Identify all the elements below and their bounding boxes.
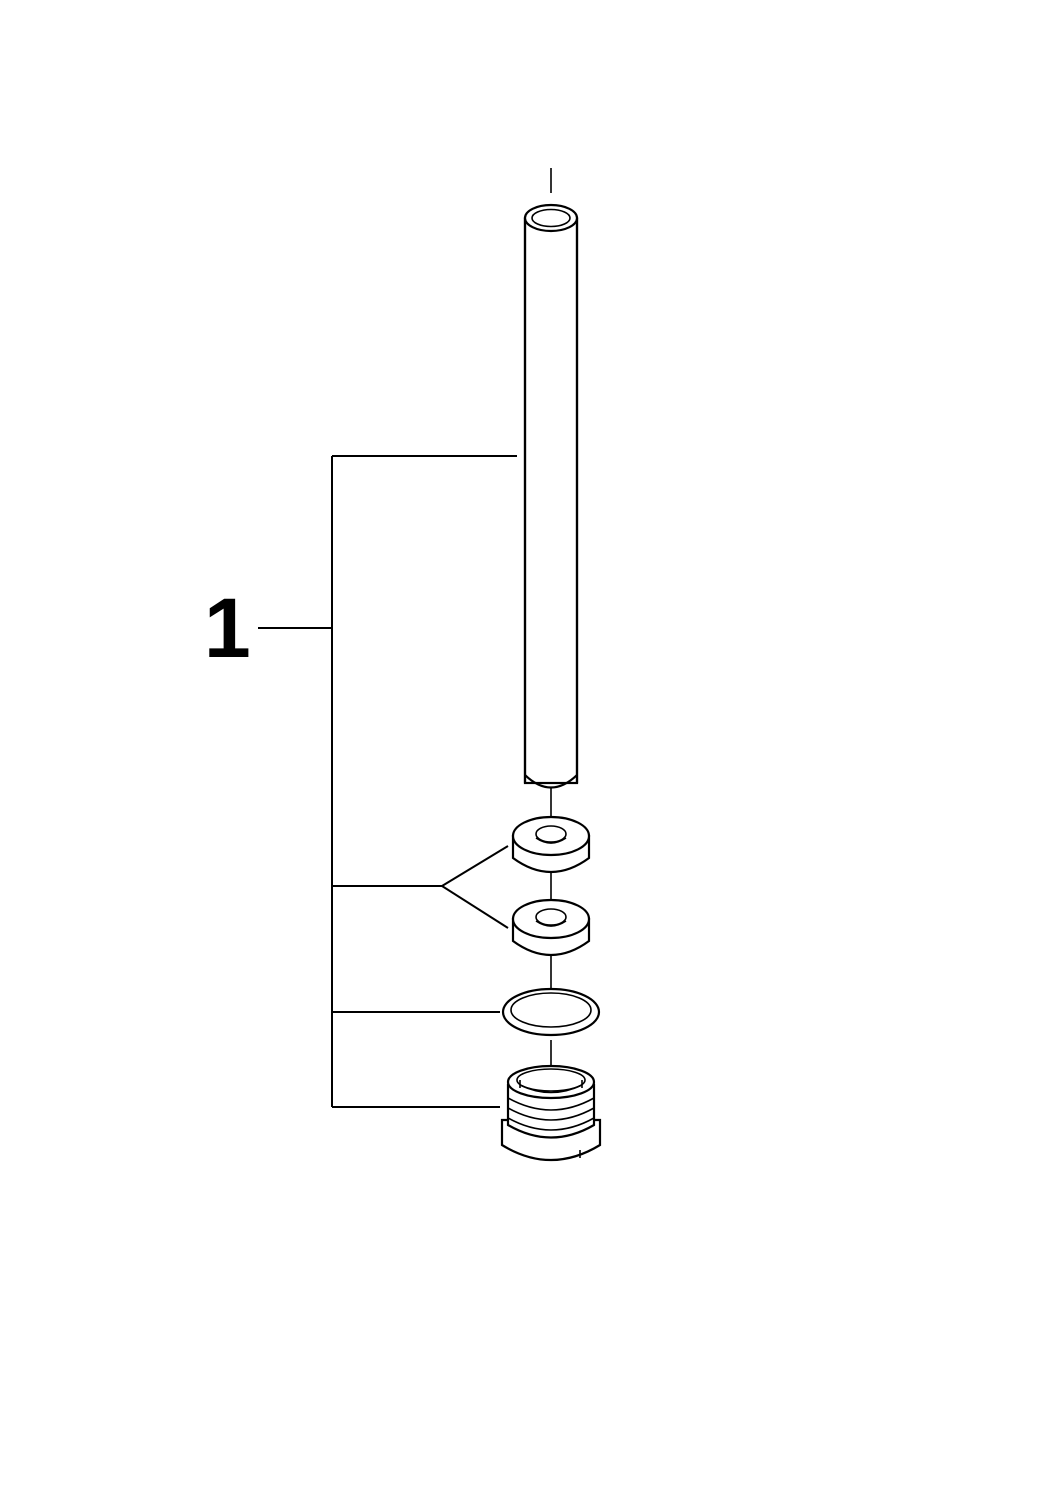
threaded-fitting-part bbox=[500, 1064, 602, 1161]
callout-bracket bbox=[258, 455, 517, 1108]
tube-part bbox=[523, 203, 579, 789]
upper-gasket-part bbox=[511, 815, 591, 874]
lower-gasket-part bbox=[511, 898, 591, 957]
callout-number-label: 1 bbox=[204, 581, 251, 675]
o-ring-part bbox=[501, 987, 601, 1037]
